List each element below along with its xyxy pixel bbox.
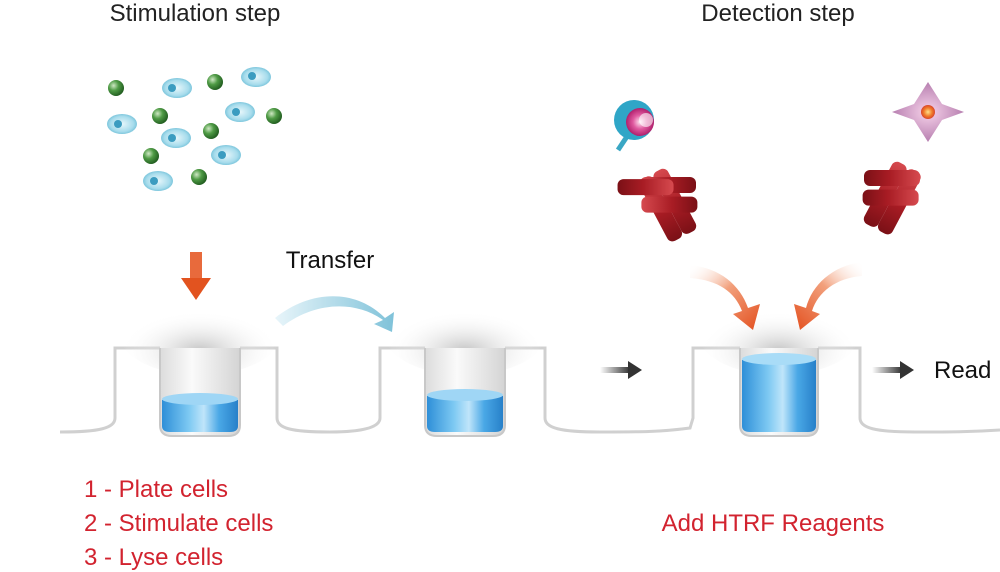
transfer-label: Transfer (286, 247, 374, 274)
cell-icon (161, 128, 191, 148)
cell-icon (143, 171, 173, 191)
antibody-icon (862, 161, 921, 235)
donor-fluorophore-icon (614, 100, 654, 140)
stimulation-step-heading: Stimulation step (110, 0, 281, 27)
bead-icon (203, 123, 219, 139)
well-icon (699, 295, 859, 437)
next-step-arrow-icon (600, 361, 642, 379)
cell-icon (225, 102, 255, 122)
reagent-arrow-right-icon (794, 262, 862, 330)
cell-icon (211, 145, 241, 165)
bead-icon (266, 108, 282, 124)
bead-icon (108, 80, 124, 96)
add-htrf-reagents-label: Add HTRF Reagents (662, 510, 885, 537)
cell-icon (107, 114, 137, 134)
read-label: Read (934, 357, 991, 384)
cell-icon (241, 67, 271, 87)
cell-cluster (107, 67, 282, 191)
acceptor-fluorophore-icon (892, 82, 964, 142)
orange-down-arrow-icon (181, 252, 211, 300)
detection-step-heading: Detection step (701, 0, 854, 27)
read-arrow-icon (872, 361, 914, 379)
donor-antibody-icon (614, 100, 698, 242)
bead-icon (207, 74, 223, 90)
bead-icon (143, 148, 159, 164)
acceptor-antibody-icon (862, 82, 964, 235)
microplate-strip (59, 346, 1000, 434)
bead-icon (152, 108, 168, 124)
stimulation-steps-list: 1 - Plate cells 2 - Stimulate cells 3 - … (84, 476, 273, 571)
well-icon (385, 295, 545, 437)
step-stimulate-cells: 2 - Stimulate cells (84, 510, 273, 537)
step-plate-cells: 1 - Plate cells (84, 476, 228, 503)
transfer-arrow-icon (275, 296, 394, 332)
reagent-arrow-left-icon (690, 265, 760, 330)
step-lyse-cells: 3 - Lyse cells (84, 544, 223, 571)
well-icon (120, 295, 280, 437)
cell-icon (162, 78, 192, 98)
bead-icon (191, 169, 207, 185)
antibody-icon (617, 168, 698, 242)
